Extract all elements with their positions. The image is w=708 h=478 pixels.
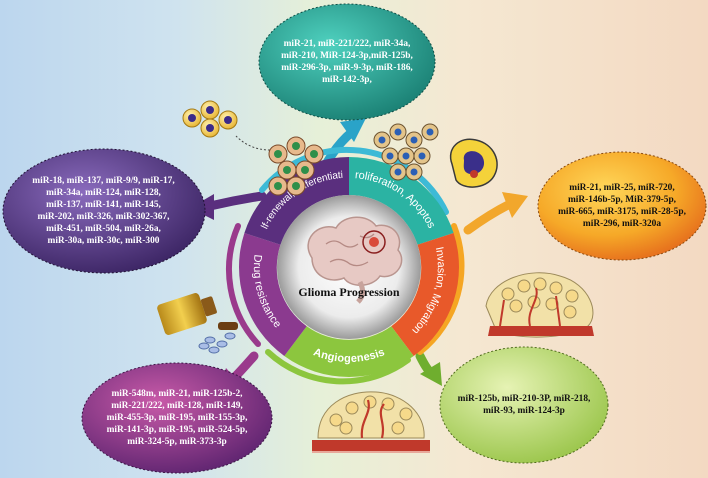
angiogenesis-tissue-icon — [312, 391, 430, 453]
mirna-list-proliferation: miR-21, miR-221/222, miR-34a, miR-210, M… — [281, 39, 413, 85]
arrow-invasion — [463, 199, 515, 235]
mirna-list-invasion: miR-21, miR-25, miR-720, miR-146b-5p, Mi… — [558, 183, 686, 229]
segment-drug-resistance — [239, 233, 307, 356]
arrow-self-renewal — [205, 191, 267, 211]
bubble-angiogenesis — [439, 346, 609, 464]
segment-label-angiogenesis: Angiogenesis — [312, 346, 387, 365]
segment-proliferation-apoptosis — [349, 157, 454, 245]
segment-self-renewal — [244, 157, 349, 245]
apoptotic-cell-icon — [449, 138, 498, 188]
bubble-drug-resistance — [81, 362, 273, 474]
drug-bottle-icon — [157, 293, 238, 354]
mirna-list-angiogenesis: miR-125b, miR-210-3P, miR-218, miR-93, m… — [457, 394, 591, 416]
ring-arc-purple — [226, 223, 261, 347]
bubble-invasion-migration — [537, 151, 707, 261]
stem-cell-icon — [182, 100, 271, 151]
cell-cluster-icon — [268, 136, 324, 196]
brain-icon — [307, 216, 403, 304]
bubble-proliferation-apoptosis — [258, 3, 436, 121]
proliferating-cells-icon — [373, 123, 439, 181]
segment-invasion-migration — [391, 233, 459, 356]
bubble-self-renewal — [2, 148, 206, 274]
arrowhead-proliferation — [340, 118, 366, 142]
mirna-list-drug-resistance: miR-548m, miR-21, miR-125b-2, miR-221/22… — [106, 389, 248, 447]
arrowhead-angiogenesis — [420, 362, 442, 386]
tumor-highlight-icon — [362, 230, 386, 254]
arrowhead-invasion — [502, 192, 528, 218]
center-title: Glioma Progression — [298, 285, 400, 299]
ring-arc-orange — [417, 223, 465, 355]
mirna-list-self-renewal: miR-18, miR-137, miR-9/9, miR-17, miR-34… — [32, 176, 175, 246]
ring-arc-green — [265, 349, 411, 385]
segment-angiogenesis — [284, 326, 414, 378]
invasion-tissue-icon — [485, 272, 594, 338]
